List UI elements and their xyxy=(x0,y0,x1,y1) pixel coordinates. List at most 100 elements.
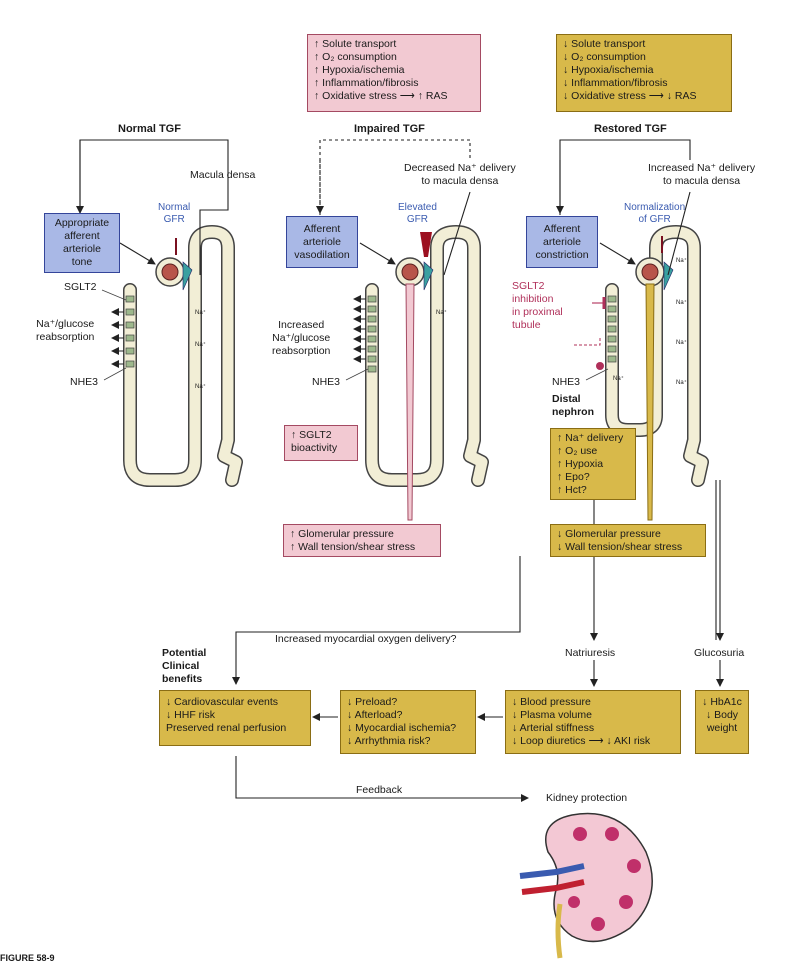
title-normal-tgf: Normal TGF xyxy=(118,123,181,135)
kidney-illustration xyxy=(519,812,653,959)
normalization-gfr-label: Normalization of GFR xyxy=(624,202,685,226)
na-marker-restored-5: Na⁺ xyxy=(613,376,624,382)
normal-nhe3-label: NHE3 xyxy=(70,376,99,388)
feedback-label: Feedback xyxy=(356,784,403,796)
decreased-delivery-label: Decreased Na⁺ delivery to macula densa xyxy=(404,162,516,188)
na-marker-restored-2: Na⁺ xyxy=(676,300,687,306)
increased-reabsorption-line-2: Na⁺/glucose xyxy=(272,332,331,344)
restored-effect-4: ↓ Inflammation/fibrosis xyxy=(563,77,668,89)
restored-effects-box: ↓ Solute transport ↓ O₂ consumption ↓ Hy… xyxy=(556,34,732,112)
constriction-line-2: arteriole xyxy=(543,236,581,248)
restored-effect-1: ↓ Solute transport xyxy=(563,38,646,50)
impaired-pressure-line-1: ↑ Glomerular pressure xyxy=(290,528,394,540)
cardiac-effect-3: ↓ Myocardial ischemia? xyxy=(347,722,457,734)
impaired-pressure-line-2: ↑ Wall tension/shear stress xyxy=(290,541,416,553)
distal-nephron-line-2: nephron xyxy=(552,406,594,418)
distal-nephron-line-1: Distal xyxy=(552,393,581,405)
constriction-box: Afferent arteriole constriction xyxy=(526,216,598,268)
decreased-delivery-line-2: to macula densa xyxy=(421,175,499,187)
natriuresis-effects-box: ↓ Blood pressure ↓ Plasma volume ↓ Arter… xyxy=(505,690,681,754)
distal-nephron-label: Distal nephron xyxy=(552,393,594,419)
natriuresis-effect-3: ↓ Arterial stiffness xyxy=(512,722,595,734)
normal-arteriole-line-1: Appropriate xyxy=(54,217,110,229)
glucosuria-effect-3: weight xyxy=(706,722,738,734)
impaired-effect-3: ↑ Hypoxia/ischemia xyxy=(314,64,405,76)
restored-effect-5: ↓ Oxidative stress ⟶ ↓ RAS xyxy=(563,90,697,102)
restored-nhe3-label: NHE3 xyxy=(552,376,581,388)
elevated-gfr-line-2: GFR xyxy=(406,214,429,225)
nephron-normal xyxy=(76,139,243,487)
benefit-3: Preserved renal perfusion xyxy=(166,722,287,734)
constriction-line-1: Afferent xyxy=(543,223,581,235)
benefits-title-line-1: Potential xyxy=(162,647,207,659)
natriuresis-effect-4: ↓ Loop diuretics ⟶ ↓ AKI risk xyxy=(512,735,651,747)
na-marker-normal-1: Na⁺ xyxy=(195,310,206,316)
distal-effect-1: ↑ Na⁺ delivery xyxy=(557,432,624,444)
na-marker-impaired-1: Na⁺ xyxy=(436,310,447,316)
kidney-protection-label: Kidney protection xyxy=(546,792,628,804)
normalization-gfr-line-1: Normalization xyxy=(624,202,686,213)
natriuresis-effect-1: ↓ Blood pressure xyxy=(512,696,591,708)
figure-caption: FIGURE 58-9 xyxy=(0,953,55,963)
impaired-effect-5: ↑ Oxidative stress ⟶ ↑ RAS xyxy=(314,90,448,102)
distal-effect-2: ↑ O₂ use xyxy=(557,445,598,457)
vasodilation-box: Afferent arteriole vasodilation xyxy=(286,216,358,268)
impaired-effect-2: ↑ O₂ consumption xyxy=(314,51,397,63)
normal-gfr-line-1: Normal xyxy=(158,202,191,213)
normal-gfr-label: Normal GFR xyxy=(158,202,190,226)
vasodilation-line-1: Afferent xyxy=(303,223,341,235)
distal-effect-4: ↑ Epo? xyxy=(557,471,590,483)
elevated-gfr-label: Elevated GFR xyxy=(398,202,437,226)
na-marker-restored-1: Na⁺ xyxy=(676,258,687,264)
natriuresis-label: Natriuresis xyxy=(565,647,616,659)
distal-effects-box: ↑ Na⁺ delivery ↑ O₂ use ↑ Hypoxia ↑ Epo?… xyxy=(550,428,636,500)
flow-connectors xyxy=(232,480,724,802)
sglt2-inhibition-label: SGLT2 inhibition in proximal tubule xyxy=(512,280,563,332)
appropriate-arteriole-box: Appropriate afferent arteriole tone xyxy=(44,213,120,273)
impaired-pressure-box: ↑ Glomerular pressure ↑ Wall tension/she… xyxy=(283,524,441,557)
glucosuria-effect-2: ↓ Body xyxy=(705,709,739,721)
benefit-2: ↓ HHF risk xyxy=(166,709,215,721)
sglt2-label: SGLT2 xyxy=(64,281,97,293)
sglt2-inhibition-line-1: SGLT2 xyxy=(512,280,545,292)
restored-pressure-line-1: ↓ Glomerular pressure xyxy=(557,528,661,540)
impaired-effects-box: ↑ Solute transport ↑ O₂ consumption ↑ Hy… xyxy=(307,34,481,112)
elevated-gfr-line-1: Elevated xyxy=(398,202,437,213)
na-marker-normal-2: Na⁺ xyxy=(195,342,206,348)
na-marker-restored-4: Na⁺ xyxy=(676,380,687,386)
distal-effect-5: ↑ Hct? xyxy=(557,484,587,496)
glucosuria-effects-box: ↓ HbA1c ↓ Body weight xyxy=(695,690,749,754)
sglt2-bioactivity-line-1: ↑ SGLT2 xyxy=(291,429,332,441)
normal-arteriole-line-2: afferent xyxy=(64,230,100,242)
increased-delivery-line-2: to macula densa xyxy=(663,175,741,187)
normal-reabsorption-line-2: reabsorption xyxy=(36,331,95,343)
normal-arteriole-line-4: tone xyxy=(71,256,93,268)
na-marker-restored-3: Na⁺ xyxy=(676,340,687,346)
glucosuria-effect-1: ↓ HbA1c xyxy=(702,696,742,708)
increased-reabsorption-line-3: reabsorption xyxy=(272,345,331,357)
myocardial-oxygen-label: Increased myocardial oxygen delivery? xyxy=(275,633,457,645)
sglt2-bioactivity-line-2: bioactivity xyxy=(291,442,338,454)
normal-reabsorption-line-1: Na⁺/glucose xyxy=(36,318,95,330)
increased-reabsorption-label: Increased Na⁺/glucose reabsorption xyxy=(272,319,330,358)
vasodilation-line-3: vasodilation xyxy=(294,249,350,261)
sglt2-inhibition-line-3: in proximal xyxy=(512,306,563,318)
cardiac-effect-4: ↓ Arrhythmia risk? xyxy=(347,735,431,747)
sglt2-inhibition-line-2: inhibition xyxy=(512,293,554,305)
nephron-impaired xyxy=(316,139,489,521)
normal-gfr-line-2: GFR xyxy=(163,214,185,225)
normalization-gfr-line-2: of GFR xyxy=(638,214,671,225)
distal-effect-3: ↑ Hypoxia xyxy=(557,458,604,470)
restored-effect-2: ↓ O₂ consumption xyxy=(563,51,646,63)
cardiac-effects-box: ↓ Preload? ↓ Afterload? ↓ Myocardial isc… xyxy=(340,690,476,754)
increased-delivery-line-1: Increased Na⁺ delivery xyxy=(648,162,756,174)
benefit-1: ↓ Cardiovascular events xyxy=(166,696,279,708)
increased-reabsorption-line-1: Increased xyxy=(278,319,325,331)
impaired-effect-4: ↑ Inflammation/fibrosis xyxy=(314,77,419,89)
impaired-effect-1: ↑ Solute transport xyxy=(314,38,397,50)
cardiac-effect-2: ↓ Afterload? xyxy=(347,709,403,721)
clinical-benefits-box: ↓ Cardiovascular events ↓ HHF risk Prese… xyxy=(159,690,311,746)
restored-effect-3: ↓ Hypoxia/ischemia xyxy=(563,64,654,76)
sglt2-bioactivity-box: ↑ SGLT2 bioactivity xyxy=(284,425,358,461)
title-restored-tgf: Restored TGF xyxy=(594,123,667,135)
